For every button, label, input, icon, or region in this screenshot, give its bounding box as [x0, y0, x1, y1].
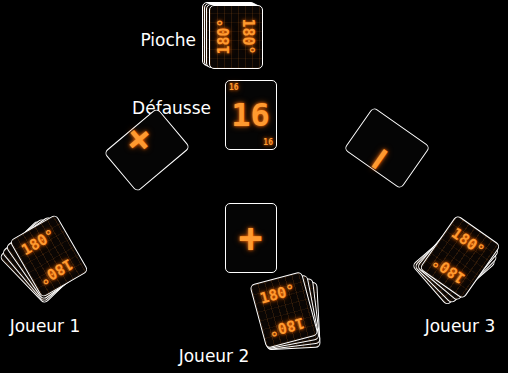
- deck-label: Pioche: [140, 30, 196, 50]
- card-back-logo: 180°: [216, 18, 233, 54]
- operator-symbol: −: [354, 136, 404, 181]
- card-face: 16 16 16: [225, 80, 277, 150]
- discard-card: 161616Défausse: [225, 80, 277, 150]
- deck-label: Défausse: [132, 98, 211, 118]
- card-deck: 180°180°Pioche: [209, 5, 263, 69]
- corner-value: 16: [229, 83, 239, 92]
- card-back: 180°180°: [9, 214, 89, 298]
- card-deck: 180°180°Joueur 3: [433, 224, 487, 290]
- card-face: −: [343, 107, 430, 190]
- card-back-logo: 180°: [35, 255, 75, 288]
- deck-label: Joueur 3: [425, 316, 496, 336]
- operator-card: +: [225, 203, 277, 273]
- deck-label: Joueur 1: [10, 316, 81, 336]
- card-back-logo: 180°: [258, 282, 297, 308]
- card-deck: 180°180°Joueur 2: [257, 277, 311, 343]
- card-face: +: [103, 108, 190, 193]
- operator-card: −: [361, 113, 413, 183]
- card-back-logo: 180°: [19, 226, 59, 259]
- deck-label: Joueur 2: [179, 346, 250, 366]
- card-face: +: [225, 203, 277, 273]
- corner-value: 16: [263, 138, 273, 147]
- card-back-logo: 180°: [267, 314, 306, 340]
- card-back-logo: 180°: [238, 18, 255, 54]
- card-deck: 180°180°Joueur 1: [22, 223, 76, 289]
- card-value: 16: [231, 97, 270, 133]
- operator-card: +: [121, 115, 173, 185]
- card-back: 180° 180°: [209, 5, 263, 69]
- card-back-logo: 180°: [448, 225, 487, 260]
- operator-symbol: +: [115, 115, 164, 162]
- operator-symbol: +: [238, 216, 262, 260]
